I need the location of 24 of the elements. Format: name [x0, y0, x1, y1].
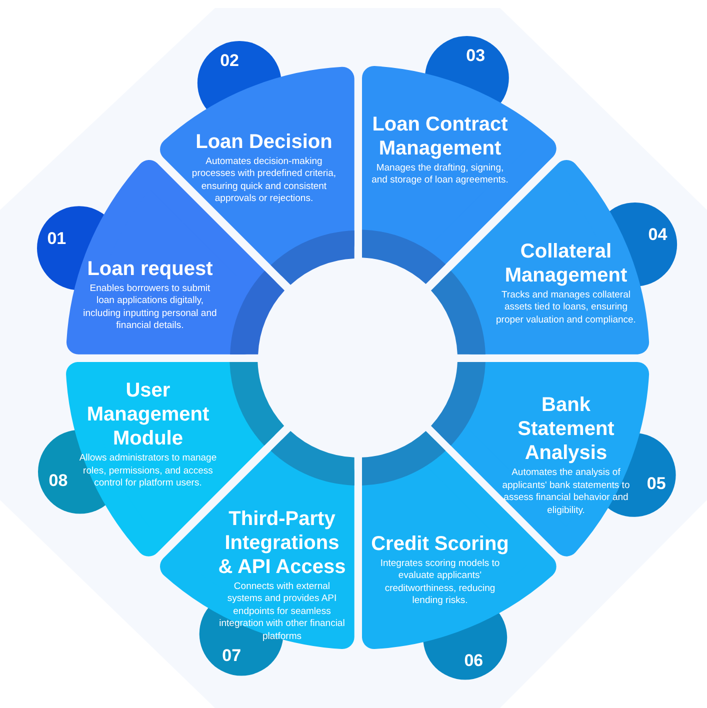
module-title: Collateral Management	[504, 239, 628, 288]
module-title: Loan Decision	[194, 130, 334, 154]
module-title: Credit Scoring	[370, 532, 510, 556]
module-description: Enables borrowers to submit loan applications digitally, including inputting personal and financial details.	[82, 282, 218, 333]
module-description: Connects with external systems and provides API endpoints for seamless integration with other financial platforms	[218, 580, 346, 644]
module-title: Third-Party Integrations & API Access	[217, 506, 347, 579]
module-description: Automates decision-making processes with predefined criteria, ensuring quick and consistent approvals or rejections.	[190, 156, 338, 206]
step-number: 06	[464, 650, 484, 671]
step-number: 01	[47, 228, 66, 249]
module-description: Integrates scoring models to evaluate applicants' creditworthiness, reducing lending risks.	[379, 558, 501, 608]
step-number: 05	[646, 474, 666, 494]
module-title: Loan request	[86, 256, 214, 281]
module-description: Automates the analysis of applicants' bank statements to assess financial behavior and eligibility.	[501, 467, 631, 517]
module-description: Allows administrators to manage roles, permissions, and access control for platform users.	[78, 452, 218, 490]
module-description: Manages the drafting, signing, and storage of loan agreements.	[370, 162, 510, 188]
module-title: User Management Module	[86, 378, 210, 450]
module-title: Loan Contract Management	[371, 112, 509, 160]
step-number: 07	[222, 646, 242, 666]
module-title: Bank Statement Analysis	[516, 393, 616, 465]
step-number: 03	[466, 46, 486, 66]
step-number: 04	[648, 225, 668, 246]
step-number: 08	[48, 470, 68, 491]
module-description: Tracks and manages collateral assets tied to loans, ensuring proper valuation and compliance.	[495, 289, 637, 327]
step-number: 02	[220, 50, 239, 71]
